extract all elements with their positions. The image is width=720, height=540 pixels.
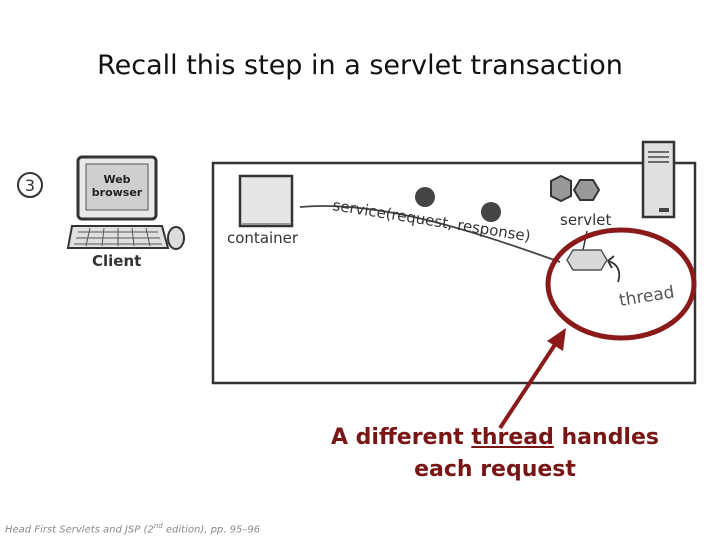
server-tower-icon	[641, 140, 676, 219]
container-label: container	[227, 229, 299, 247]
client-label: Client	[92, 252, 141, 270]
caption: A different thread handles each request	[330, 422, 660, 486]
slide-title: Recall this step in a servlet transactio…	[97, 50, 623, 81]
step-number-badge: 3	[17, 172, 43, 198]
callout-arrow-head	[547, 328, 566, 351]
caption-highlight: thread	[471, 425, 554, 450]
thread-icon	[566, 249, 608, 271]
servlet-label: servlet	[560, 211, 611, 229]
svg-text:Web: Web	[103, 173, 130, 186]
request-dot	[415, 187, 435, 207]
svg-text:browser: browser	[92, 186, 143, 199]
client-computer-icon: Web browser	[66, 155, 185, 250]
thread-arrow-head	[607, 255, 615, 269]
svg-text:3: 3	[25, 176, 35, 195]
caption-line-2: each request	[414, 457, 576, 482]
container-icon	[238, 174, 294, 228]
request-dot	[481, 202, 501, 222]
service-call-line	[299, 205, 561, 263]
thread-arrow	[607, 260, 621, 283]
servlet-icon	[550, 174, 601, 203]
server-box	[211, 161, 697, 385]
highlight-circle	[545, 227, 697, 341]
citation: Head First Servlets and JSP (2nd edition…	[5, 522, 261, 536]
callout-arrow	[498, 338, 560, 430]
caption-line-1: A different thread handles	[330, 425, 659, 450]
